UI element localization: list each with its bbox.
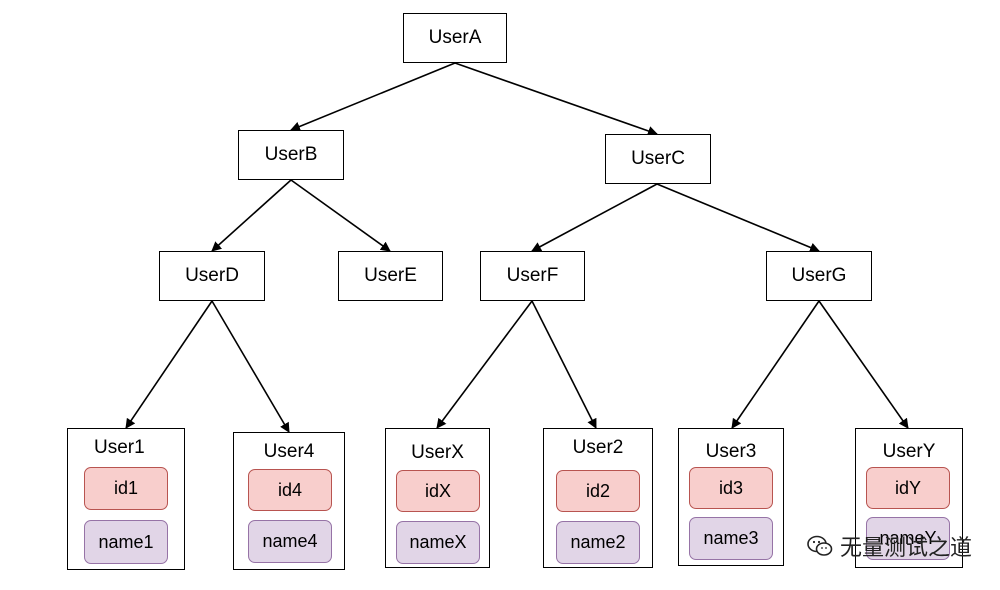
leaf-user3: User3 id3 name3 <box>678 428 784 566</box>
name-field: name2 <box>556 521 640 564</box>
id-field: idY <box>866 467 950 509</box>
edge-f-user2 <box>531 300 597 429</box>
edge-f-userx <box>436 300 533 429</box>
node-userg: UserG <box>766 251 872 301</box>
id-field: id4 <box>248 469 332 511</box>
edge-d-user1 <box>125 300 213 429</box>
node-userd: UserD <box>159 251 265 301</box>
id-field: id1 <box>84 467 168 510</box>
edge-a-b <box>290 62 456 132</box>
node-usera: UserA <box>403 13 507 63</box>
leaf-title: User2 <box>572 437 624 458</box>
node-userb: UserB <box>238 130 344 180</box>
edge-b-e <box>290 179 391 252</box>
edge-g-usery <box>818 300 909 429</box>
leaf-title: UserX <box>411 442 464 463</box>
leaf-userx: UserX idX nameX <box>385 428 490 568</box>
name-field: nameX <box>396 521 480 564</box>
leaf-title: UserY <box>882 441 936 462</box>
edge-g-user3 <box>731 300 820 429</box>
edge-c-g <box>656 183 820 253</box>
edge-a-c <box>454 62 658 136</box>
watermark: 无量测试之道 <box>806 530 972 562</box>
id-field: id2 <box>556 470 640 512</box>
name-field: name1 <box>84 520 168 564</box>
node-userc: UserC <box>605 134 711 184</box>
leaf-user2: User2 id2 name2 <box>543 428 653 568</box>
edge-b-d <box>211 179 292 252</box>
leaf-title: User4 <box>263 441 315 462</box>
id-field: id3 <box>689 467 773 509</box>
edge-d-user4 <box>211 300 290 433</box>
edge-c-f <box>531 183 658 252</box>
leaf-user1: User1 id1 name1 <box>67 428 185 570</box>
id-field: idX <box>396 470 480 512</box>
name-field: nameY <box>866 517 950 560</box>
leaf-title: User3 <box>705 441 757 462</box>
leaf-title: User1 <box>94 437 145 458</box>
node-userf: UserF <box>480 251 585 301</box>
leaf-user4: User4 id4 name4 <box>233 432 345 570</box>
node-usere: UserE <box>338 251 443 301</box>
wechat-icon <box>807 535 833 556</box>
watermark-text: 无量测试之道 <box>839 536 972 561</box>
leaf-usery: UserY idY nameY <box>855 428 963 568</box>
name-field: name4 <box>248 520 332 563</box>
name-field: name3 <box>689 517 773 560</box>
